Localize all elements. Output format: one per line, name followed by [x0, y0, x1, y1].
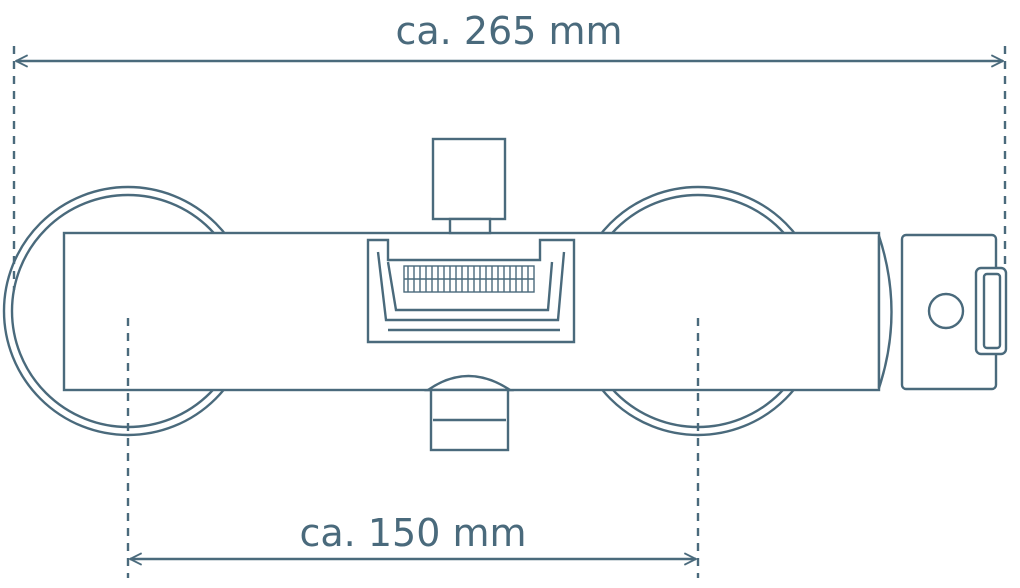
bottom-spout	[424, 374, 514, 452]
top-connector	[431, 137, 507, 235]
mount-spacing-label: ca. 150 mm	[300, 511, 527, 555]
overall-width-dimension	[12, 46, 1007, 290]
handle-button-icon	[927, 292, 965, 330]
overall-width-label: ca. 265 mm	[396, 9, 623, 53]
thermostat-handle	[877, 233, 1008, 391]
mount-spacing-dimension	[126, 318, 700, 578]
diverter-knurl	[403, 265, 535, 293]
